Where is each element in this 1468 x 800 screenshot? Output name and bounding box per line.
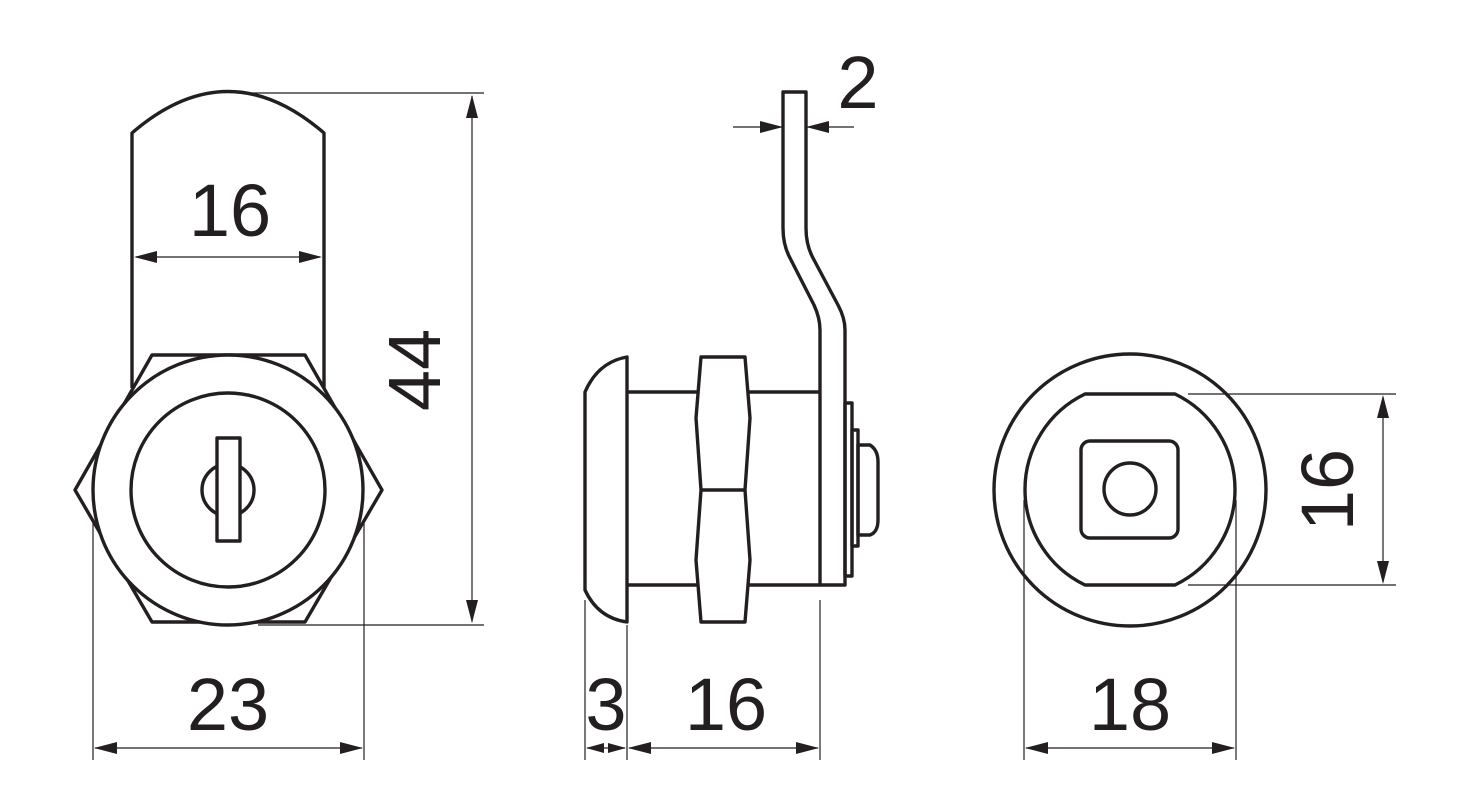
dim-rear-flat-height: 16 — [1188, 393, 1396, 586]
drive-hole — [1102, 461, 1158, 517]
dim-label-rear-flat-height: 16 — [1286, 449, 1369, 531]
dim-label-front-width-bottom: 23 — [187, 663, 269, 746]
dim-side-body-length: 16 — [628, 600, 821, 760]
square-drive — [1079, 439, 1180, 540]
dim-label-rear-diameter: 18 — [1089, 663, 1171, 746]
dim-label-front-width-top: 16 — [189, 169, 271, 252]
rear-view: 16 18 — [992, 352, 1396, 760]
dim-front-width-bottom: 23 — [92, 520, 365, 760]
dim-label-side-cam-thickness: 2 — [837, 41, 878, 124]
rear-body-flats — [1023, 392, 1237, 587]
keyhole-slot — [215, 436, 242, 543]
hex-nut-outline — [73, 353, 384, 624]
tail-knob — [856, 443, 880, 537]
dim-side-cam-thickness: 2 — [733, 41, 879, 133]
lock-head-outline — [583, 355, 629, 624]
dim-front-height: 44 — [250, 92, 484, 626]
dim-label-front-height: 44 — [373, 329, 456, 411]
dim-front-width-top: 16 — [134, 169, 322, 263]
front-view: 16 44 23 — [73, 89, 484, 760]
dim-label-side-head-depth: 3 — [585, 663, 626, 746]
cam-blade-outline — [130, 89, 326, 388]
rear-flange-outer — [992, 352, 1268, 628]
dim-side-head-depth: 3 — [584, 600, 628, 760]
dim-label-side-body-length: 16 — [685, 663, 767, 746]
cam-blade-side — [781, 90, 847, 587]
dim-rear-diameter: 18 — [1023, 500, 1237, 760]
front-face-inner — [129, 391, 327, 589]
side-view: 2 3 16 — [583, 41, 880, 760]
